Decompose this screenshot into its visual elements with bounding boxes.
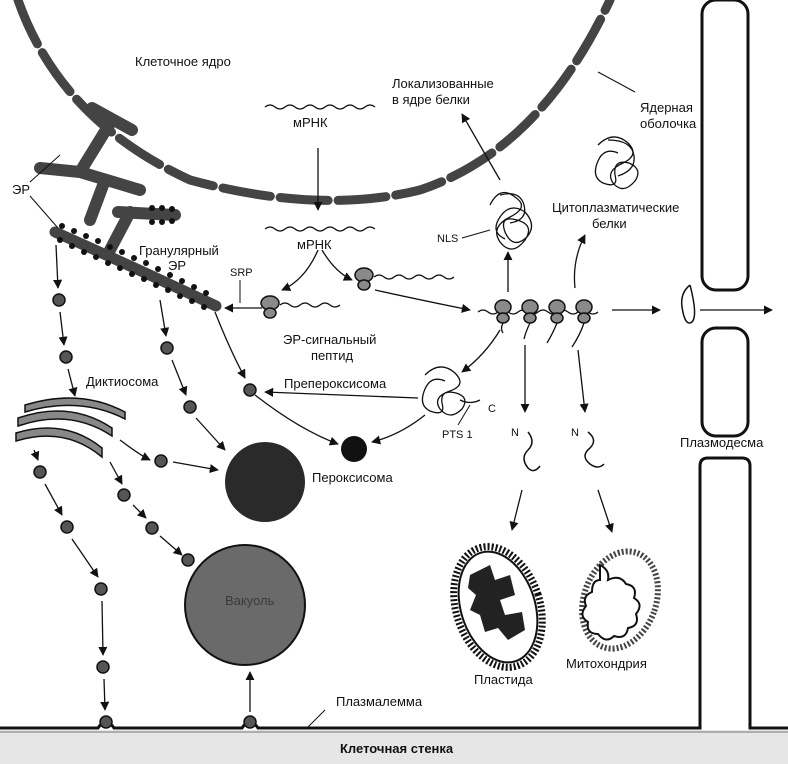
nls-protein bbox=[489, 191, 533, 250]
mito-precursor bbox=[584, 431, 605, 468]
arrow-pts1-to-peroxisome bbox=[371, 414, 426, 445]
label-er-signal-2: пептид bbox=[311, 348, 354, 363]
label-c-term: C bbox=[488, 403, 496, 415]
label-plasmodesma: Плазмодесма bbox=[680, 435, 764, 450]
label-cell-wall: Клеточная стенка bbox=[340, 741, 454, 756]
pts1-protein bbox=[421, 366, 481, 416]
label-rough-er-2: ЭР bbox=[168, 258, 186, 273]
label-nuclear-proteins-2: в ядре белки bbox=[392, 92, 470, 107]
vacuole bbox=[184, 544, 306, 666]
label-preperoxisome: Препероксисома bbox=[284, 376, 387, 391]
label-er: ЭР bbox=[12, 182, 30, 197]
label-nuclear-proteins-1: Локализованные bbox=[392, 76, 494, 91]
label-pts1: PTS 1 bbox=[442, 429, 473, 441]
nuclear-envelope bbox=[13, 0, 615, 205]
label-plastid: Пластида bbox=[474, 672, 533, 687]
label-plasmalemma: Плазмалемма bbox=[336, 694, 423, 709]
er-pointer bbox=[29, 154, 61, 183]
label-mitochondrion: Митохондрия bbox=[566, 656, 647, 671]
arrow-to-cytoplasmic bbox=[573, 234, 586, 289]
arrow-polysome-to-mito-precursor bbox=[577, 349, 589, 413]
label-vacuole: Вакуоль bbox=[225, 593, 275, 608]
cytoplasmic-protein bbox=[594, 136, 639, 190]
cell-wall bbox=[0, 730, 788, 764]
arrow-mrna-to-free bbox=[321, 249, 353, 281]
label-nucleus: Клеточное ядро bbox=[135, 54, 231, 69]
label-nuclear-envelope-1: Ядерная bbox=[640, 100, 693, 115]
plastid bbox=[450, 543, 546, 671]
mitochondrion bbox=[579, 548, 661, 652]
mrna-wave-nucleus bbox=[264, 104, 376, 110]
arrow-to-mitochondrion bbox=[597, 489, 614, 533]
er-ribosome bbox=[260, 295, 341, 319]
label-nls: NLS bbox=[437, 233, 458, 245]
rough-er-tube bbox=[49, 226, 222, 312]
label-n-term-1: N bbox=[511, 427, 519, 439]
label-rough-er-1: Гранулярный bbox=[139, 243, 219, 258]
arrow-polysome-to-pts1 bbox=[461, 329, 501, 373]
arrow-pts1-to-preperoxisome bbox=[264, 387, 419, 399]
dense-body bbox=[225, 442, 305, 522]
rough-er-ribosomes bbox=[57, 205, 209, 310]
vesicle-arrows bbox=[30, 244, 255, 712]
label-nuclear-envelope-2: оболочка bbox=[640, 116, 697, 131]
arrow-to-nucleus-protein bbox=[461, 113, 501, 181]
label-er-signal-1: ЭР-сигнальный bbox=[283, 332, 376, 347]
mrna-wave-cytoplasm bbox=[264, 226, 376, 232]
free-ribosome bbox=[354, 267, 455, 291]
plastid-precursor bbox=[523, 431, 541, 472]
wall-segment-middle bbox=[700, 326, 750, 438]
label-srp: SRP bbox=[230, 267, 253, 279]
arrow-to-plastid bbox=[509, 489, 523, 531]
arrow-mrna-to-er bbox=[281, 249, 319, 291]
er-pointer-2 bbox=[29, 195, 59, 229]
peroxisome bbox=[341, 436, 367, 462]
label-mrna-nucleus: мРНК bbox=[293, 115, 328, 130]
label-mrna-cytoplasm: мРНК bbox=[297, 237, 332, 252]
arrow-to-polysome bbox=[374, 289, 471, 313]
nls-pointer bbox=[461, 229, 491, 239]
label-cytoplasmic-1: Цитоплазматические bbox=[552, 200, 679, 215]
pts1-pointer bbox=[457, 404, 471, 426]
plasmalemma-pointer bbox=[307, 709, 326, 728]
label-dictyosome: Диктиосома bbox=[86, 374, 159, 389]
vacuole-vesicle bbox=[181, 553, 195, 567]
envelope-pointer bbox=[597, 71, 636, 93]
label-cytoplasmic-2: белки bbox=[592, 216, 627, 231]
label-n-term-2: N bbox=[571, 427, 579, 439]
er-network bbox=[34, 102, 181, 256]
transport-vesicles bbox=[33, 293, 257, 729]
arrow-vesicle-to-peroxisome bbox=[254, 394, 339, 446]
plasmodesma-protein bbox=[680, 284, 696, 324]
wall-segment-top bbox=[700, 0, 750, 292]
polysome bbox=[477, 299, 599, 348]
dictyosome bbox=[15, 397, 126, 459]
plasmalemma-line bbox=[0, 456, 788, 730]
label-peroxisome: Пероксисома bbox=[312, 470, 393, 485]
